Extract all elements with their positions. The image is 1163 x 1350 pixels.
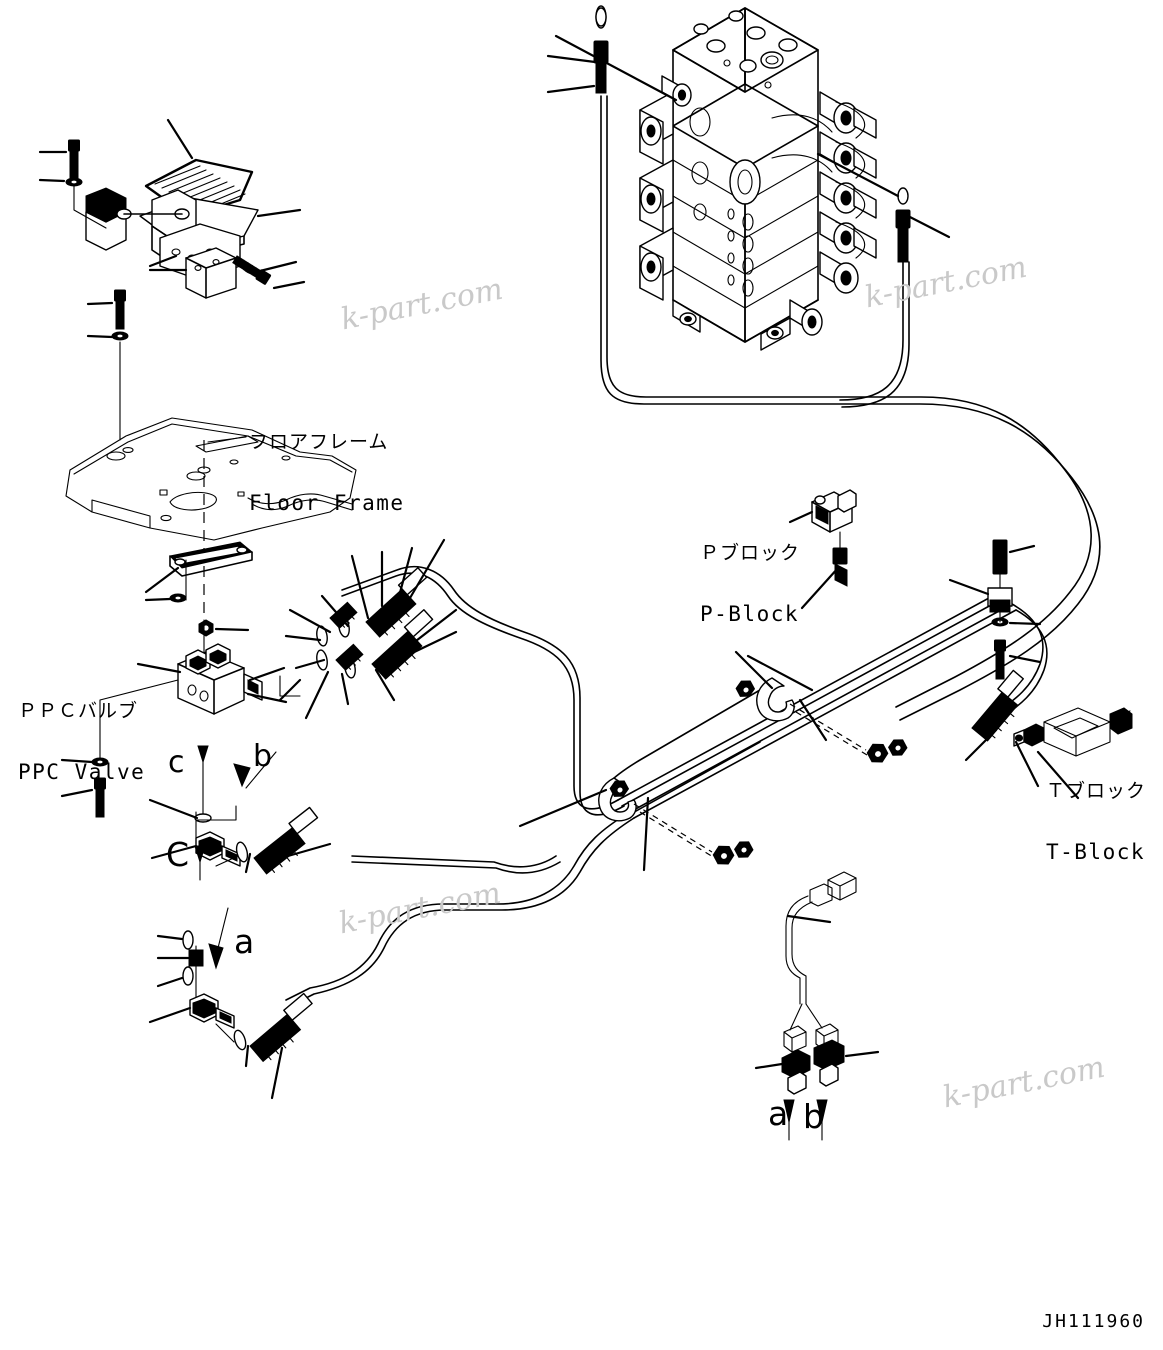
p-block-label-jp: Ｐブロック [700,541,801,564]
t-block-fitting [964,669,1133,800]
hose-bundle [285,95,1101,1007]
callout-c-upper-left: C [166,835,190,874]
pedal-assembly [38,118,306,441]
ppc-valve-label: ＰＰＣバルブ PPC Valve [18,662,145,822]
callout-b-bottom: b [803,1097,824,1136]
hose-clamp-upper [734,650,908,763]
valve-right-coupling [816,152,951,263]
hose-fittings-cluster [278,538,458,720]
callout-b-upper: b [253,739,273,774]
valve-top-leader [546,5,678,102]
short-hose-ab [754,871,880,1141]
floor-frame-plate [65,417,357,620]
callout-a-bottom: a [768,1094,789,1133]
hose-clamp-lower [518,777,754,872]
t-block-label-en: T-Block [1046,839,1146,864]
drawing-number: JH111960 [1042,1311,1145,1332]
t-block-label: Ｔブロック T-Block [1046,742,1146,902]
floor-frame-label: フロアフレーム Floor Frame [249,393,405,553]
control-valve-block [639,7,877,351]
floor-frame-label-jp: フロアフレーム [249,430,389,453]
callout-a-left: a [234,922,255,961]
p-block-label-en: P-Block [700,601,800,626]
callout-arrows [148,745,277,970]
p-block-label: Ｐブロック P-Block [700,504,800,664]
ppc-valve-label-jp: ＰＰＣバルブ [18,699,139,722]
ppc-valve-label-en: PPC Valve [18,759,146,784]
callout-c-lower-left: c [168,745,185,780]
t-block-label-jp: Ｔブロック [1046,779,1147,802]
floor-frame-label-en: Floor Frame [249,490,405,515]
p-block-fitting [788,489,857,610]
right-bolt-stack [948,539,1042,680]
